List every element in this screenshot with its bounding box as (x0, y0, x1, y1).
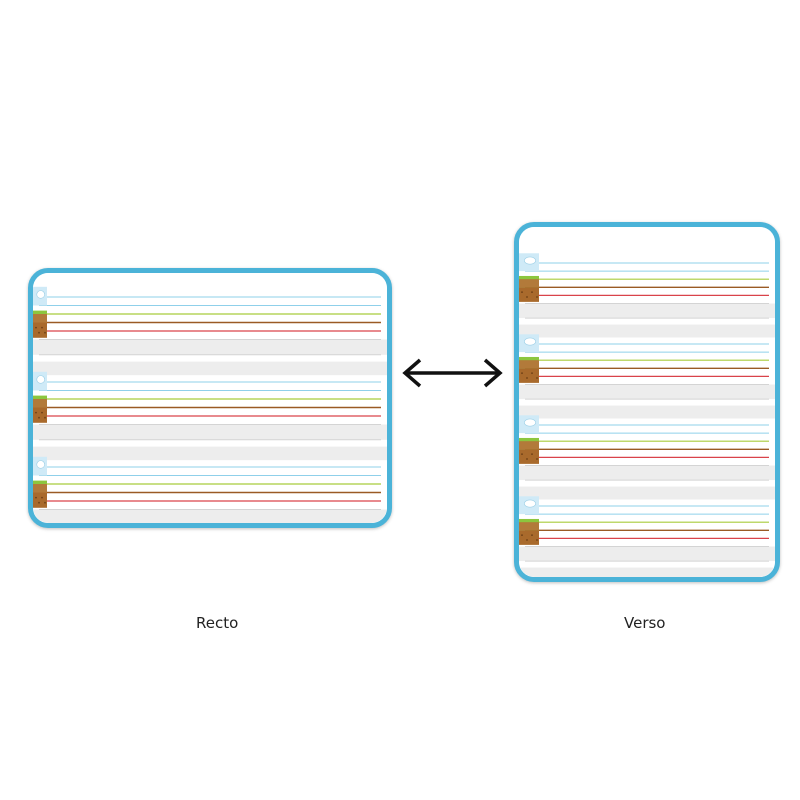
soil-dot (41, 496, 43, 499)
grey-band (33, 361, 387, 376)
grey-band (519, 546, 775, 562)
grey-band (519, 567, 775, 577)
cloud-icon (524, 256, 536, 265)
soil-dot (38, 416, 40, 419)
soil-dot (44, 501, 46, 504)
soil-dot (41, 326, 43, 329)
soil-dot (41, 411, 43, 414)
grey-band (519, 486, 775, 500)
soil-dot (44, 331, 46, 334)
grey-band (519, 303, 775, 319)
soil-top (33, 484, 47, 493)
grey-band (519, 324, 775, 338)
soil-top (519, 360, 539, 369)
soil-icon (33, 492, 47, 508)
soil-dot (531, 372, 533, 375)
grey-band (33, 509, 387, 523)
soil-dot (531, 534, 533, 537)
soil-icon (33, 407, 47, 423)
soil-dot (536, 539, 538, 541)
soil-dot (521, 453, 523, 456)
soil-dot (536, 296, 538, 298)
soil-dot (521, 534, 523, 537)
soil-dot (536, 377, 538, 379)
grey-band (33, 446, 387, 461)
cloud-icon (524, 499, 536, 508)
soil-dot (38, 331, 40, 334)
verso-whiteboard (514, 222, 780, 582)
soil-dot (35, 496, 37, 499)
soil-dot (526, 539, 528, 541)
soil-dot (531, 291, 533, 294)
recto-ruled-lines (33, 286, 387, 523)
double-arrow-icon (402, 358, 503, 388)
soil-icon (519, 449, 539, 464)
verso-ruled-lines (519, 253, 775, 577)
recto-caption: Recto (196, 614, 239, 632)
soil-top (519, 522, 539, 531)
soil-icon (519, 368, 539, 383)
verso-caption: Verso (624, 614, 666, 632)
soil-top (519, 441, 539, 450)
soil-icon (519, 287, 539, 302)
grey-band (519, 384, 775, 400)
soil-dot (521, 372, 523, 375)
arrow-head-right (483, 358, 503, 388)
soil-dot (35, 411, 37, 414)
grey-band (33, 339, 387, 355)
cloud-icon (524, 418, 536, 427)
cloud-icon (36, 290, 45, 299)
soil-dot (38, 501, 40, 504)
recto-whiteboard (28, 268, 392, 528)
soil-dot (526, 296, 528, 298)
cloud-icon (36, 375, 45, 384)
soil-dot (526, 377, 528, 379)
soil-dot (536, 458, 538, 460)
cloud-icon (36, 460, 45, 469)
grey-band (519, 465, 775, 481)
soil-icon (519, 530, 539, 545)
soil-top (519, 279, 539, 288)
soil-dot (526, 458, 528, 460)
soil-dot (44, 416, 46, 419)
soil-top (33, 399, 47, 408)
grey-band (33, 424, 387, 440)
soil-dot (35, 326, 37, 329)
soil-icon (33, 322, 47, 338)
recto-writing-surface (33, 273, 387, 523)
verso-writing-surface (519, 227, 775, 577)
arrow-head-left (402, 358, 422, 388)
soil-dot (531, 453, 533, 456)
soil-top (33, 314, 47, 323)
grey-band (519, 405, 775, 419)
cloud-icon (524, 337, 536, 346)
soil-dot (521, 291, 523, 294)
